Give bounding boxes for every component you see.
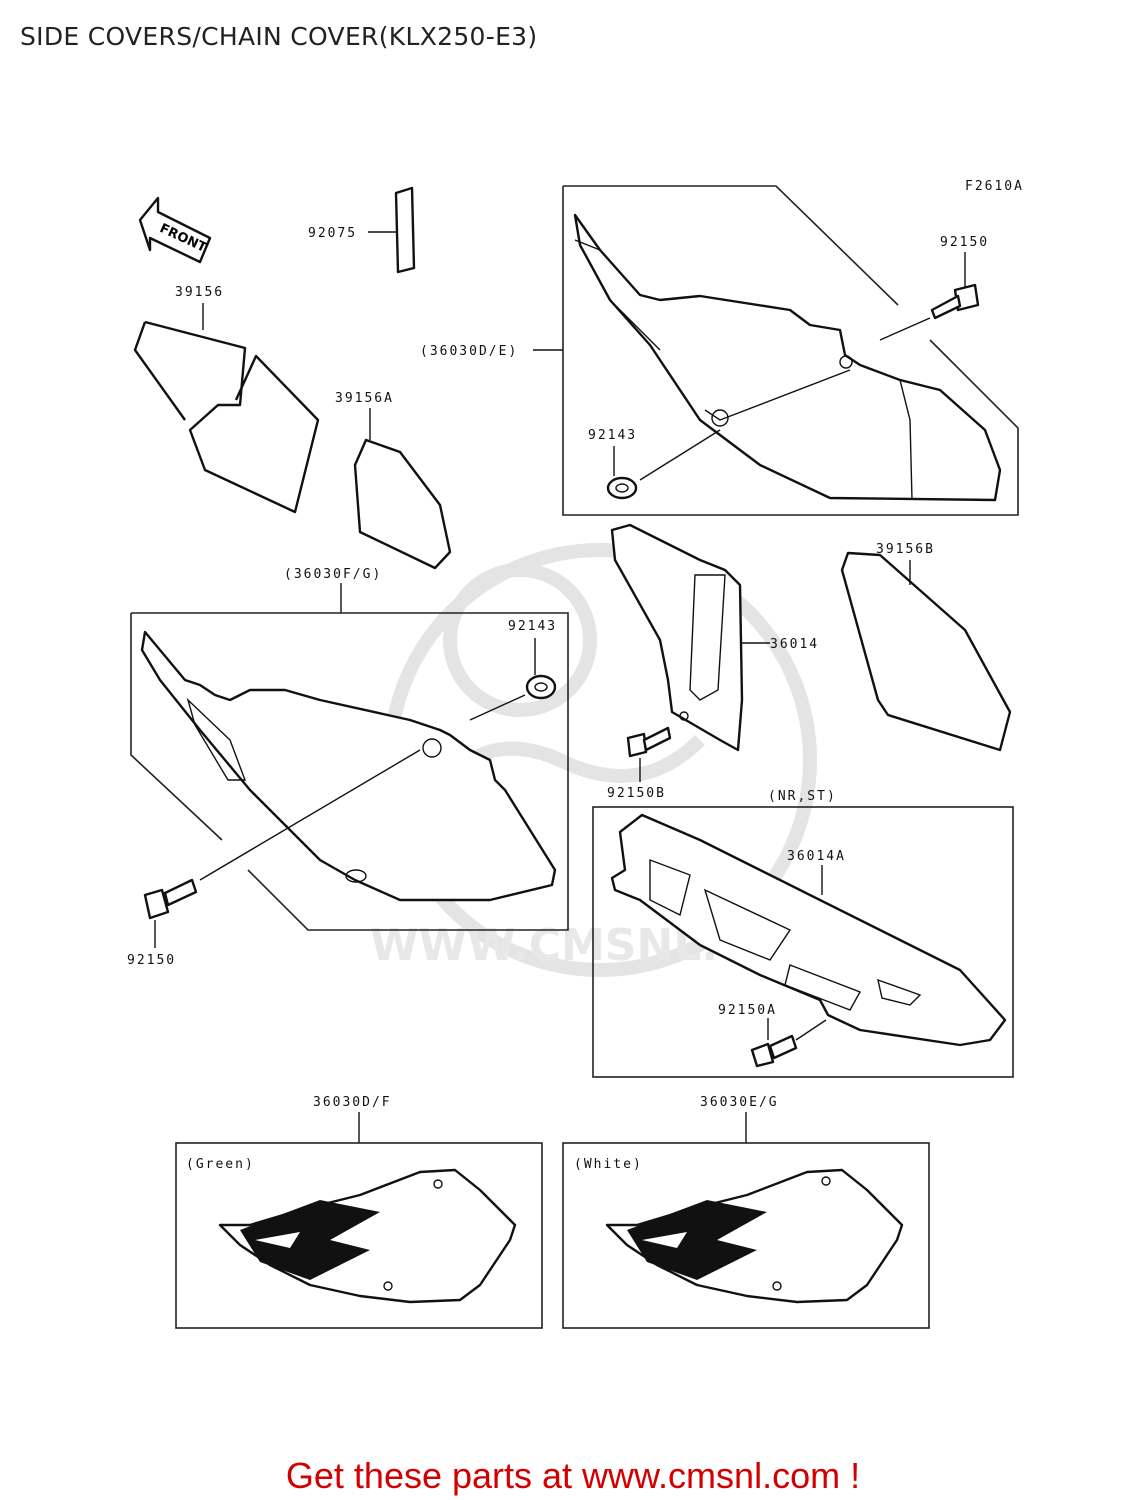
part-39156B[interactable]: 39156B	[840, 542, 1012, 752]
part-39156[interactable]: 39156	[133, 285, 320, 514]
label-nrst: (NR,ST)	[768, 789, 837, 804]
footer-promo[interactable]: Get these parts at www.cmsnl.com !	[285, 1455, 861, 1496]
bolt-92150-left[interactable]: 92150	[127, 749, 421, 968]
label-36030DE: (36030D/E)	[420, 344, 518, 359]
assembly-36030DE[interactable]: (36030D/E)	[420, 185, 1019, 516]
label-36030EG: 36030E/G	[700, 1095, 779, 1110]
label-36030FG: (36030F/G)	[284, 567, 382, 582]
label-92075: 92075	[308, 226, 357, 241]
page-title: SIDE COVERS/CHAIN COVER(KLX250-E3)	[20, 22, 538, 51]
label-92150-left: 92150	[127, 953, 176, 968]
variant-36030DF-green[interactable]: 36030D/F (Green)	[175, 1095, 543, 1329]
label-white: (White)	[574, 1157, 643, 1172]
label-92150-top: 92150	[940, 235, 989, 250]
washer-92143-top[interactable]: 92143	[588, 428, 721, 500]
variant-36030EG-white[interactable]: 36030E/G (White)	[562, 1095, 930, 1329]
part-36014[interactable]: 36014	[610, 523, 819, 752]
figure-code: F2610A	[965, 179, 1024, 194]
bolt-92150A[interactable]: 92150A	[718, 1003, 827, 1068]
assembly-nrst[interactable]: (NR,ST) 36014A	[592, 789, 1014, 1078]
label-39156A: 39156A	[335, 391, 394, 406]
bolt-92150B[interactable]: 92150B	[607, 726, 672, 801]
label-36014: 36014	[770, 637, 819, 652]
front-arrow-icon: FRONT	[138, 196, 212, 264]
label-92150A: 92150A	[718, 1003, 777, 1018]
label-92150B: 92150B	[607, 786, 666, 801]
label-39156: 39156	[175, 285, 224, 300]
label-92143-mid: 92143	[508, 619, 557, 634]
label-92143-top: 92143	[588, 428, 637, 443]
assembly-36030FG[interactable]: (36030F/G)	[130, 567, 569, 931]
label-green: (Green)	[186, 1157, 255, 1172]
bolt-92150-top[interactable]: 92150	[879, 235, 989, 341]
label-39156B: 39156B	[876, 542, 935, 557]
washer-92143-mid[interactable]: 92143	[469, 619, 557, 721]
part-92075[interactable]: 92075	[308, 186, 416, 274]
part-39156A[interactable]: 39156A	[335, 391, 452, 570]
label-36030DF: 36030D/F	[313, 1095, 392, 1110]
label-36014A: 36014A	[787, 849, 846, 864]
